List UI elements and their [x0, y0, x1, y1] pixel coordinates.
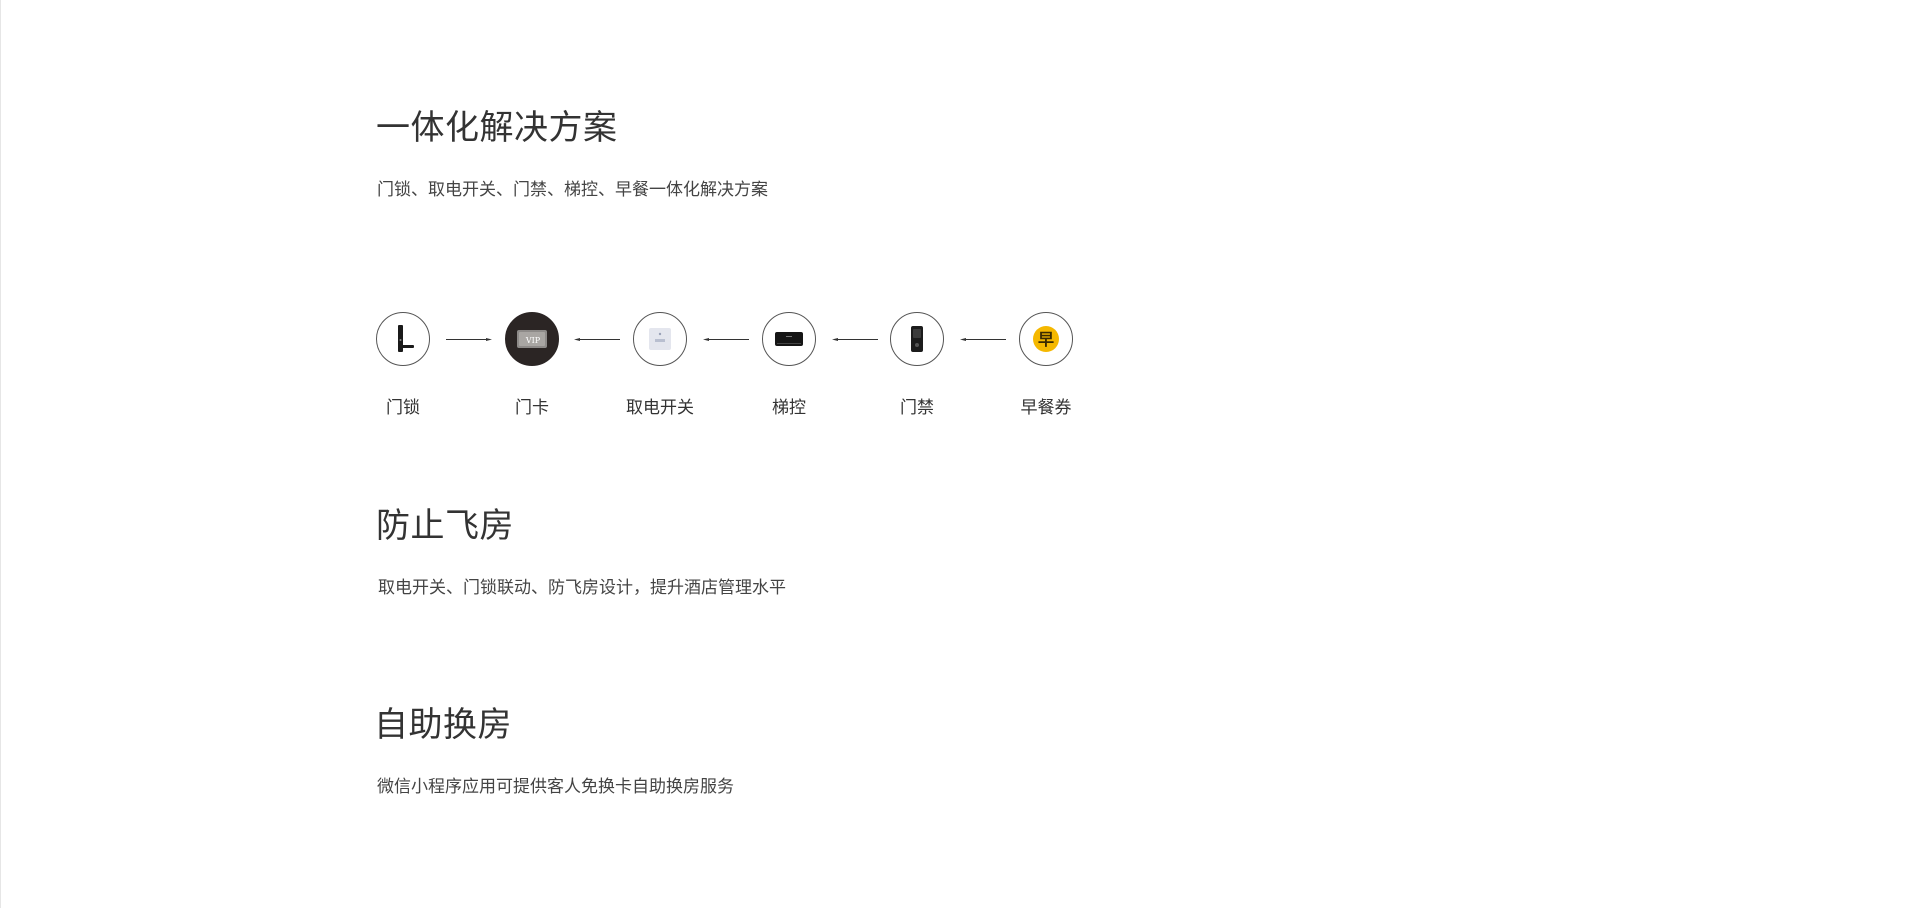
section-title-self-room-change: 自助换房	[374, 705, 512, 745]
section-title-integrated-solution: 一体化解决方案	[376, 108, 618, 148]
flow-node-door-card: VIP	[505, 312, 559, 366]
flow-node-door-lock	[376, 312, 430, 366]
section-title-anti-fly-room: 防止飞房	[376, 506, 514, 546]
flow-node-access-control	[890, 312, 944, 366]
section-desc-anti-fly-room: 取电开关、门锁联动、防飞房设计，提升酒店管理水平	[378, 578, 786, 598]
flow-label-door-card: 门卡	[515, 398, 549, 418]
flow-label-power-switch: 取电开关	[626, 398, 694, 418]
vip-card-icon: VIP	[517, 330, 547, 348]
flow-arrow-left	[960, 338, 1006, 341]
device-flow-diagram: VIP	[376, 312, 1076, 422]
breakfast-voucher-text: 早	[1038, 330, 1054, 349]
vip-card-text: VIP	[525, 336, 541, 345]
page-left-border	[0, 0, 1, 908]
flow-node-power-switch	[633, 312, 687, 366]
elevator-control-icon	[775, 332, 803, 346]
flow-arrow-left	[574, 338, 620, 341]
flow-arrow-left	[832, 338, 878, 341]
flow-label-access-control: 门禁	[900, 398, 934, 418]
access-control-icon	[911, 326, 923, 352]
section-desc-integrated-solution: 门锁、取电开关、门禁、梯控、早餐一体化解决方案	[377, 180, 768, 200]
power-switch-icon	[649, 328, 671, 350]
door-lock-icon	[398, 325, 414, 352]
flow-node-elevator-control	[762, 312, 816, 366]
flow-arrow-right	[446, 338, 492, 341]
breakfast-voucher-icon: 早	[1033, 326, 1059, 352]
section-desc-self-room-change: 微信小程序应用可提供客人免换卡自助换房服务	[377, 777, 734, 797]
flow-node-breakfast-voucher: 早	[1019, 312, 1073, 366]
flow-label-elevator-control: 梯控	[772, 398, 806, 418]
flow-label-door-lock: 门锁	[386, 398, 420, 418]
flow-label-breakfast-voucher: 早餐券	[1020, 398, 1072, 418]
flow-arrow-left	[703, 338, 749, 341]
